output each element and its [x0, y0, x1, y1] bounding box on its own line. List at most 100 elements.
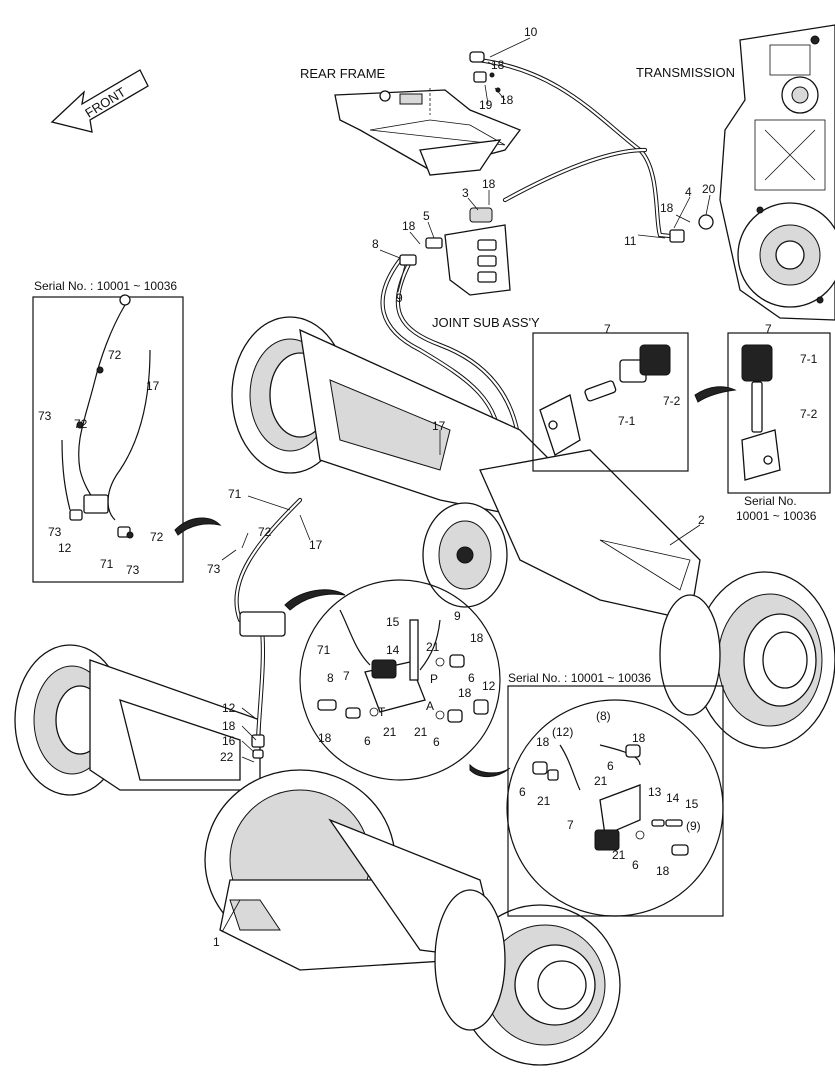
callout-21: 21	[537, 794, 551, 808]
front-arrow-icon: FRONT	[50, 69, 149, 133]
callout-p8: (8)	[596, 709, 611, 723]
callout-21: 21	[383, 725, 397, 739]
callout-18: 18	[660, 201, 674, 215]
callout-72: 72	[74, 417, 88, 431]
valve-detail-circle	[299, 579, 501, 781]
serial-right-label-1: Serial No.	[744, 494, 797, 508]
callout-7: 7	[567, 818, 574, 832]
callout-p12: (12)	[552, 725, 573, 739]
frame-fittings	[469, 51, 501, 93]
callout-2: 2	[698, 513, 705, 527]
callout-7: 7	[765, 322, 772, 336]
callout-71: 71	[317, 643, 331, 657]
lower-detail-circle	[506, 685, 724, 917]
callouts-center-circle: 15 9 71 14 21 18 7 6 P 8 18 12 T A 18 21…	[317, 609, 496, 749]
solenoid-inset-serial	[727, 332, 831, 494]
callout-18: 18	[318, 731, 332, 745]
callout-p9: (9)	[686, 819, 701, 833]
callout-6: 6	[607, 759, 614, 773]
rear-frame-bracket	[334, 88, 522, 176]
callout-18: 18	[482, 177, 496, 191]
left-inset	[32, 294, 184, 583]
callout-6: 6	[364, 734, 371, 748]
callout-15: 15	[386, 615, 400, 629]
callout-71: 71	[100, 557, 114, 571]
callout-21: 21	[594, 774, 608, 788]
callout-73: 73	[48, 525, 62, 539]
upper-hoses	[380, 57, 683, 453]
callout-7-1: 7-1	[800, 352, 818, 366]
callout-6: 6	[519, 785, 526, 799]
callout-72: 72	[108, 348, 122, 362]
pointer-arrows	[174, 386, 737, 777]
front-hose	[234, 497, 303, 759]
callout-21: 21	[612, 848, 626, 862]
callout-7-2: 7-2	[800, 407, 818, 421]
callout-8: 8	[327, 671, 334, 685]
callout-6: 6	[433, 735, 440, 749]
callout-18: 18	[470, 631, 484, 645]
callout-72: 72	[258, 525, 272, 539]
callout-3: 3	[462, 186, 469, 200]
callout-18: 18	[402, 219, 416, 233]
callout-6: 6	[468, 671, 475, 685]
port-p: P	[430, 672, 438, 686]
callouts-solenoid: 7 7-2 7-1 7 7-1 7-2	[604, 322, 818, 428]
callout-4: 4	[685, 185, 692, 199]
solenoid-inset	[532, 332, 689, 472]
callout-12: 12	[482, 679, 496, 693]
callout-7: 7	[343, 669, 350, 683]
serial-lower-label: Serial No. : 10001 ~ 10036	[508, 671, 651, 685]
serial-right-label-2: 10001 ~ 10036	[736, 509, 817, 523]
front-axle	[14, 644, 621, 1066]
callout-20: 20	[702, 182, 716, 196]
joint-sub-assembly	[399, 207, 714, 296]
callouts-left-inset: 72 17 73 72 73 12 71 73 72	[38, 348, 164, 577]
callout-5: 5	[423, 209, 430, 223]
callout-10: 10	[524, 25, 538, 39]
callout-6: 6	[632, 858, 639, 872]
callout-21: 21	[414, 725, 428, 739]
port-a: A	[426, 699, 434, 713]
callout-11: 11	[624, 234, 637, 248]
callout-17: 17	[432, 419, 446, 433]
callout-9: 9	[396, 291, 403, 305]
callout-9: 9	[454, 609, 461, 623]
callouts-main: 10 18 19 18 3 18 5 18 8 9 4 20 18 11 17 …	[207, 25, 716, 949]
callout-14: 14	[386, 643, 400, 657]
callouts-lower-right: (8) (12) 18 18 6 21 6 21 13 14 15 (9) 7 …	[519, 709, 701, 878]
transmission-label: TRANSMISSION	[636, 65, 735, 80]
callout-18: 18	[536, 735, 550, 749]
callout-7-1: 7-1	[618, 414, 636, 428]
callout-73: 73	[38, 409, 52, 423]
callout-7: 7	[604, 322, 611, 336]
callout-8: 8	[372, 237, 379, 251]
serial-left-label: Serial No. : 10001 ~ 10036	[34, 279, 177, 293]
callout-73: 73	[126, 563, 140, 577]
callout-15: 15	[685, 797, 699, 811]
callout-18: 18	[656, 864, 670, 878]
callout-13: 13	[648, 785, 662, 799]
callout-18: 18	[491, 58, 505, 72]
callout-18: 18	[222, 719, 236, 733]
callout-18: 18	[458, 686, 472, 700]
callout-21: 21	[426, 640, 440, 654]
callout-17: 17	[309, 538, 323, 552]
callout-73: 73	[207, 562, 221, 576]
rear-axle	[231, 316, 835, 749]
transmission-unit	[719, 24, 835, 321]
rear-frame-label: REAR FRAME	[300, 66, 386, 81]
callout-17: 17	[146, 379, 160, 393]
port-t: T	[378, 705, 386, 719]
callout-22: 22	[220, 750, 234, 764]
callout-72: 72	[150, 530, 164, 544]
joint-sub-assy-label: JOINT SUB ASS'Y	[432, 315, 540, 330]
callout-71: 71	[228, 487, 242, 501]
callout-16: 16	[222, 734, 236, 748]
callout-7-2: 7-2	[663, 394, 681, 408]
callout-19: 19	[479, 98, 493, 112]
callout-12: 12	[222, 701, 236, 715]
leader-lines	[221, 37, 711, 933]
